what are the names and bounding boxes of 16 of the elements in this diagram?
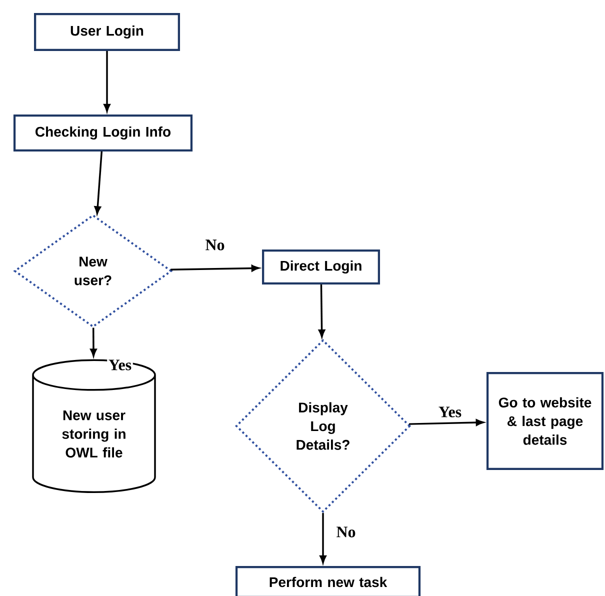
process-box: Perform new task [235, 566, 421, 596]
edge-label: Yes [107, 358, 133, 372]
edge-label: No [334, 525, 358, 539]
arrow [94, 151, 103, 214]
process-box: Go to website & last page details [486, 372, 604, 470]
arrow [320, 513, 326, 564]
arrow [170, 264, 260, 272]
process-box: Direct Login [262, 250, 380, 284]
edge-label: Yes [437, 405, 463, 419]
process-box: Checking Login Info [13, 114, 193, 152]
edge-label: No [204, 238, 226, 252]
arrow [318, 284, 326, 338]
arrow [104, 51, 110, 112]
process-box: User Login [34, 13, 180, 51]
arrow [409, 419, 484, 426]
arrow [90, 328, 97, 357]
